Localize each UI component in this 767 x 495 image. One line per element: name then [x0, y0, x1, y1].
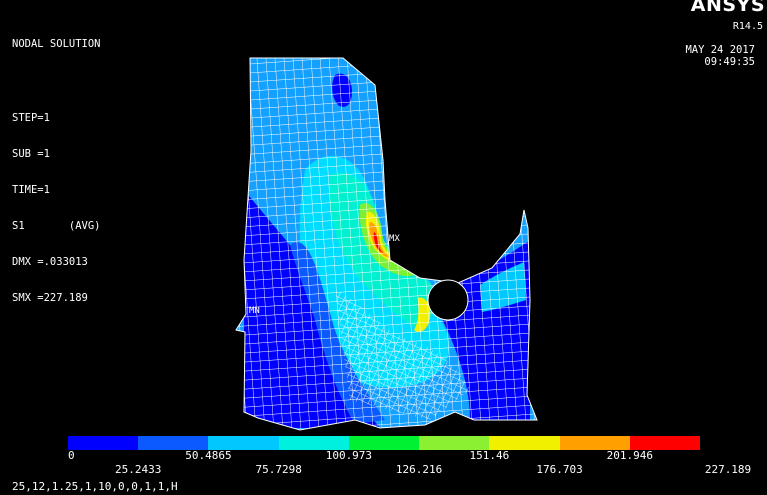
dmx-label: DMX =.033013: [12, 256, 88, 268]
legend-band-6: [489, 436, 560, 450]
timestamp: MAY 24 2017 09:49:35: [685, 44, 755, 68]
ansys-logo: ANSYS: [690, 0, 765, 16]
command-line: 25,12,1.25,1,10,0,0,1,1,H: [12, 480, 178, 493]
part-body: [236, 58, 537, 430]
legend-band-2: [208, 436, 279, 450]
max-marker: MX: [389, 234, 400, 244]
smx-label: SMX =227.189: [12, 292, 88, 304]
legend-band-8: [629, 436, 700, 450]
plot-title: NODAL SOLUTION: [12, 38, 101, 50]
step-label: STEP=1: [12, 112, 50, 124]
legend-band-7: [559, 436, 630, 450]
color-legend: [68, 436, 700, 450]
legend-label-top: 201.946: [606, 449, 653, 462]
legend-label-top: 151.46: [469, 449, 510, 462]
solution-info: NODAL SOLUTION STEP=1 SUB =1 TIME=1 S1 (…: [12, 14, 101, 316]
legend-band-4: [348, 436, 420, 450]
legend-label-top: 100.973: [325, 449, 373, 462]
release-label: R14.5: [732, 21, 763, 32]
min-marker: MN: [249, 306, 260, 316]
legend-band-1: [138, 436, 209, 450]
legend-label-bottom: 126.216: [395, 463, 443, 476]
hole: [427, 279, 469, 321]
time-label: TIME=1: [12, 184, 50, 196]
legend-label-bottom: 75.7298: [255, 463, 302, 476]
quantity-label: S1 (AVG): [12, 220, 101, 232]
legend-label-top: 50.4865: [185, 449, 232, 462]
sub-label: SUB =1: [12, 148, 50, 160]
legend-band-5: [419, 436, 490, 450]
legend-label-bottom: 25.2433: [115, 463, 162, 476]
legend-band-3: [278, 436, 349, 450]
legend-band-0: [68, 436, 139, 450]
legend-label-top: 0: [68, 449, 75, 462]
legend-label-bottom: 227.189: [704, 463, 752, 476]
date-label: MAY 24 2017: [685, 44, 755, 56]
time-label: 09:49:35: [704, 56, 755, 68]
legend-label-bottom: 176.703: [536, 463, 583, 476]
